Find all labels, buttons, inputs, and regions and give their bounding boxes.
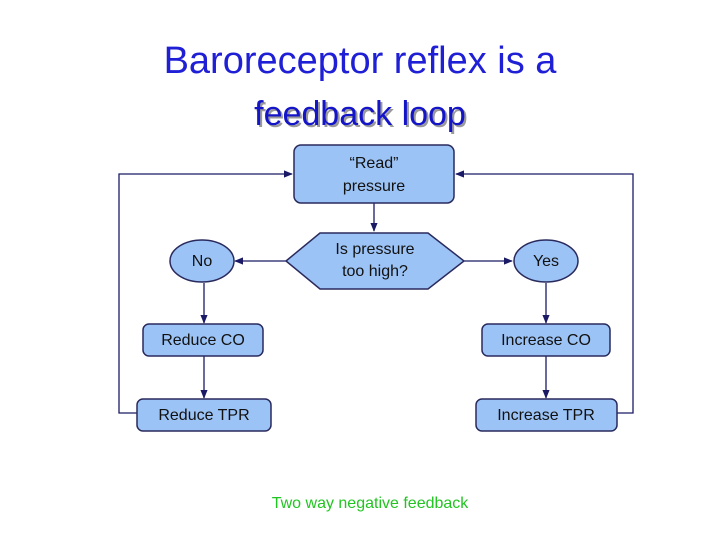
reduce-co-label: Reduce CO <box>161 332 245 349</box>
title-line-2: feedback loop <box>254 95 466 133</box>
node-increase-tpr: Increase TPR <box>475 398 618 432</box>
edge-reduce-tpr-feedback <box>118 170 293 414</box>
node-decision: Is pressure too high? <box>284 232 466 290</box>
node-reduce-co: Reduce CO <box>142 323 264 357</box>
node-yes: Yes <box>513 239 579 283</box>
decision-label-1: Is pressure <box>335 241 414 258</box>
increase-co-label: Increase CO <box>501 332 591 349</box>
node-reduce-tpr: Reduce TPR <box>136 398 272 432</box>
no-label: No <box>192 253 213 270</box>
edge-increase-tpr-feedback <box>455 170 634 414</box>
node-read-pressure: “Read” pressure <box>293 144 455 204</box>
reduce-tpr-label: Reduce TPR <box>158 407 249 424</box>
decision-label-2: too high? <box>342 263 408 280</box>
title-line-1: Baroreceptor reflex is a <box>163 40 557 82</box>
node-increase-co: Increase CO <box>481 323 611 357</box>
read-pressure-label-1: “Read” <box>350 155 399 172</box>
increase-tpr-label: Increase TPR <box>497 407 595 424</box>
node-no: No <box>169 239 235 283</box>
read-pressure-label-2: pressure <box>343 178 405 195</box>
yes-label: Yes <box>533 253 559 270</box>
caption: Two way negative feedback <box>271 495 469 512</box>
